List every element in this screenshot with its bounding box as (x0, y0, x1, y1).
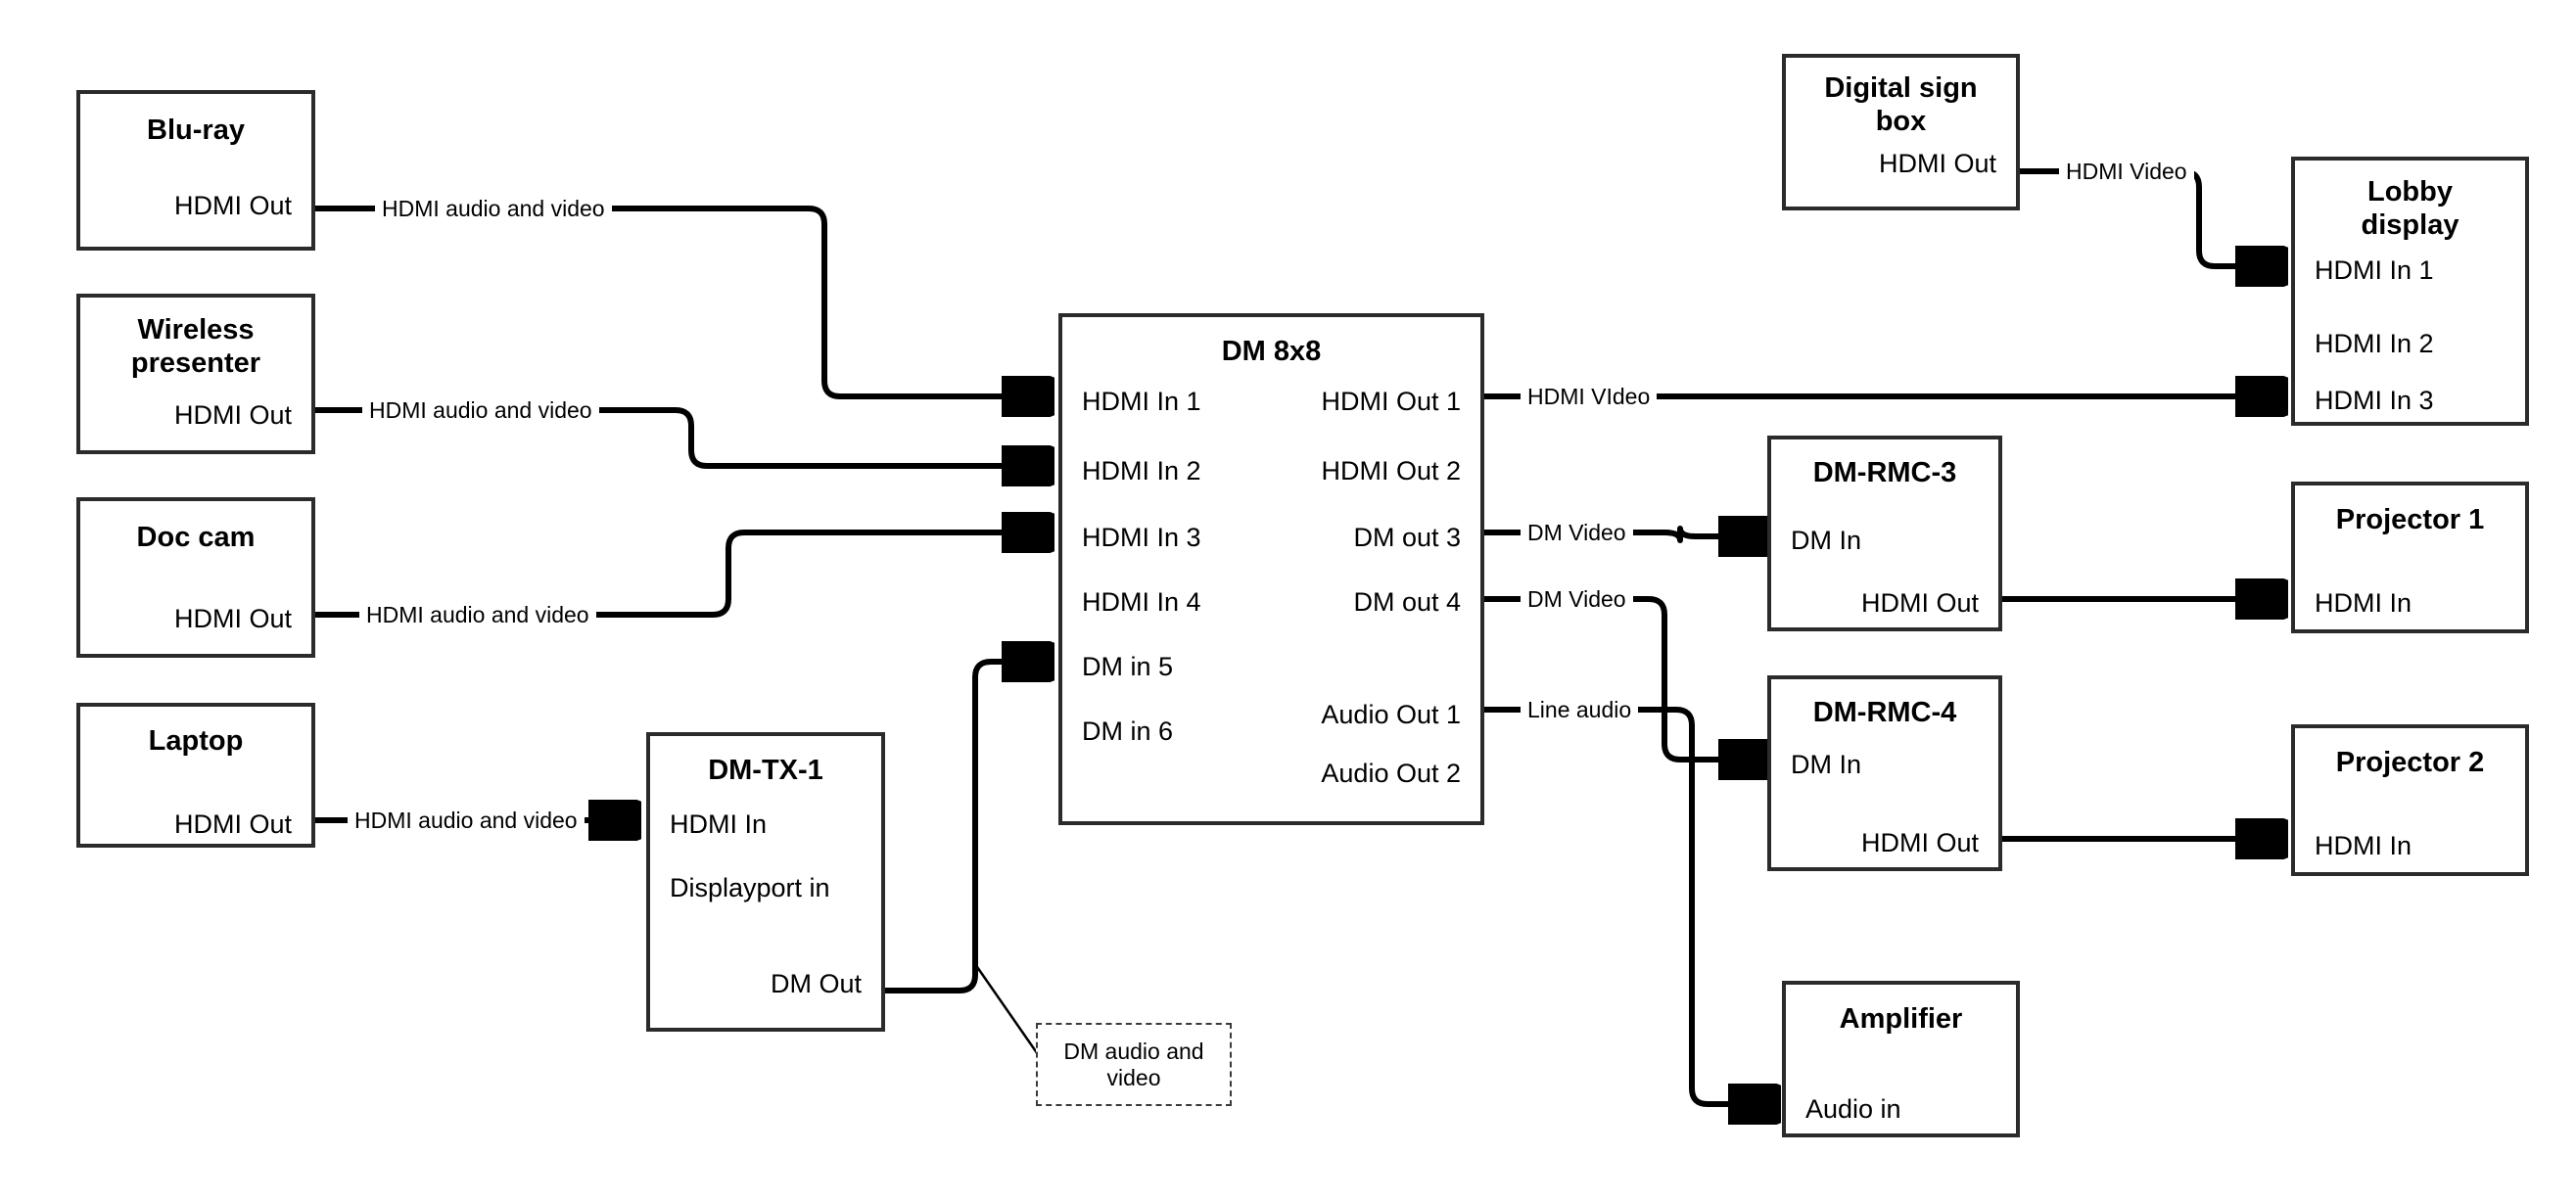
port-dm-tx-1-hdmi-in: HDMI In (670, 809, 768, 839)
node-amplifier-title: Amplifier (1839, 1003, 1963, 1035)
port-dm-tx-1-displayport-in: Displayport in (670, 873, 830, 902)
port-projector-2-hdmi-in: HDMI In (2315, 831, 2412, 860)
node-dm-rmc-4[interactable]: DM-RMC-4 DM In HDMI Out (1767, 675, 2002, 871)
port-dm-8x8-dm-in-6: DM in 6 (1082, 716, 1174, 746)
node-amplifier[interactable]: Amplifier Audio in (1782, 981, 2020, 1137)
port-bluray-hdmi-out: HDMI Out (173, 191, 292, 220)
port-dm-8x8-hdmi-out-1: HDMI Out 1 (1321, 387, 1461, 416)
edge-label-doccam-to-dm8x8: HDMI audio and video (359, 602, 596, 627)
node-dm-rmc-3-title: DM-RMC-3 (1812, 457, 1957, 488)
node-projector-2-title: Projector 2 (2335, 747, 2485, 778)
node-lobby-display-title-line1: Lobby (2367, 176, 2453, 208)
port-dm-8x8-hdmi-in-1: HDMI In 1 (1082, 387, 1201, 416)
port-dm-rmc-4-dm-in: DM In (1791, 750, 1862, 779)
port-doc-cam-hdmi-out: HDMI Out (173, 604, 292, 633)
edge-label-dm8x8-out3-to-rmc3: DM Video (1521, 520, 1633, 545)
node-lobby-display[interactable]: Lobby display HDMI In 1 HDMI In 2 HDMI I… (2291, 157, 2529, 426)
node-lobby-display-title-line2: display (2361, 209, 2459, 241)
port-lobby-display-hdmi-in-1: HDMI In 1 (2315, 255, 2434, 285)
edge-label-bluray-to-dm8x8: HDMI audio and video (375, 196, 612, 221)
port-dm-8x8-dm-out-4: DM out 4 (1353, 587, 1461, 617)
node-digital-sign-box-title-line2: box (1875, 106, 1927, 137)
node-digital-sign-box[interactable]: Digital sign box HDMI Out (1782, 54, 2020, 210)
node-bluray-title: Blu-ray (147, 115, 245, 146)
port-dm-tx-1-dm-out: DM Out (770, 969, 862, 998)
node-digital-sign-box-title-line1: Digital sign (1824, 72, 1978, 104)
node-dm-tx-1[interactable]: DM-TX-1 HDMI In Displayport in DM Out (646, 732, 885, 1032)
port-dm-8x8-dm-in-5: DM in 5 (1082, 652, 1174, 681)
node-laptop[interactable]: Laptop HDMI Out (76, 703, 315, 848)
wire-dm8x8-out4-to-rmc4 (1484, 596, 1766, 760)
node-projector-1[interactable]: Projector 1 HDMI In (2291, 482, 2529, 633)
port-amplifier-audio-in: Audio in (1805, 1094, 1901, 1124)
port-dm-8x8-hdmi-out-2: HDMI Out 2 (1321, 456, 1461, 485)
port-dm-8x8-hdmi-in-4: HDMI In 4 (1082, 587, 1201, 617)
node-doc-cam-title: Doc cam (136, 522, 256, 553)
edge-label-dm8x8-audioout1-to-amp: Line audio (1521, 697, 1639, 722)
port-dm-rmc-3-hdmi-out: HDMI Out (1860, 588, 1979, 618)
node-dm-tx-1-title: DM-TX-1 (708, 755, 823, 786)
port-laptop-hdmi-out: HDMI Out (173, 809, 292, 839)
wire-dm8x8-audioout1-to-amp (1484, 707, 1776, 1104)
node-wireless-presenter-title-line1: Wireless (137, 314, 255, 346)
node-bluray[interactable]: Blu-ray HDMI Out (76, 90, 315, 251)
edge-label-laptop-to-dmtx: HDMI audio and video (348, 808, 585, 833)
port-projector-1-hdmi-in: HDMI In (2315, 588, 2412, 618)
wire-bluray-to-dm8x8 (315, 206, 1050, 396)
node-laptop-title: Laptop (148, 725, 244, 757)
node-projector-1-title: Projector 1 (2335, 504, 2485, 535)
node-dm-8x8-title: DM 8x8 (1221, 336, 1322, 367)
node-dm-rmc-3[interactable]: DM-RMC-3 DM In HDMI Out (1767, 436, 2002, 631)
port-dm-8x8-hdmi-in-3: HDMI In 3 (1082, 523, 1201, 552)
note-dm-audio-and-video: DM audio and video (1036, 1023, 1232, 1106)
wire-dmtx-to-dm8x8 (885, 662, 1050, 993)
port-lobby-display-hdmi-in-2: HDMI In 2 (2315, 329, 2434, 358)
wire-sign-to-lobby (2020, 168, 2283, 266)
edge-label-dm8x8-out1-to-lobby: HDMI VIdeo (1521, 384, 1658, 409)
port-lobby-display-hdmi-in-3: HDMI In 3 (2315, 386, 2434, 415)
node-projector-2[interactable]: Projector 2 HDMI In (2291, 724, 2529, 876)
port-dm-8x8-hdmi-in-2: HDMI In 2 (1082, 456, 1201, 485)
port-dm-rmc-4-hdmi-out: HDMI Out (1860, 828, 1979, 857)
edge-label-wireless-to-dm8x8: HDMI audio and video (362, 397, 599, 423)
port-dm-8x8-audio-out-1: Audio Out 1 (1321, 700, 1461, 729)
note-leader-line (973, 963, 1042, 1058)
node-doc-cam[interactable]: Doc cam HDMI Out (76, 497, 315, 658)
node-wireless-presenter-title-line2: presenter (130, 347, 261, 379)
node-wireless-presenter[interactable]: Wireless presenter HDMI Out (76, 294, 315, 454)
port-wireless-presenter-hdmi-out: HDMI Out (173, 400, 292, 430)
port-dm-8x8-audio-out-2: Audio Out 2 (1321, 759, 1461, 788)
port-dm-8x8-dm-out-3: DM out 3 (1353, 523, 1461, 552)
node-dm-rmc-4-title: DM-RMC-4 (1812, 697, 1957, 728)
edge-label-dm8x8-out4-to-rmc4: DM Video (1521, 586, 1633, 612)
port-digital-sign-box-hdmi-out: HDMI Out (1878, 149, 1996, 178)
port-dm-rmc-3-dm-in: DM In (1791, 526, 1862, 555)
edge-label-sign-to-lobby: HDMI Video (2059, 159, 2194, 184)
node-dm-8x8[interactable]: DM 8x8 HDMI In 1 HDMI In 2 HDMI In 3 HDM… (1058, 313, 1484, 825)
